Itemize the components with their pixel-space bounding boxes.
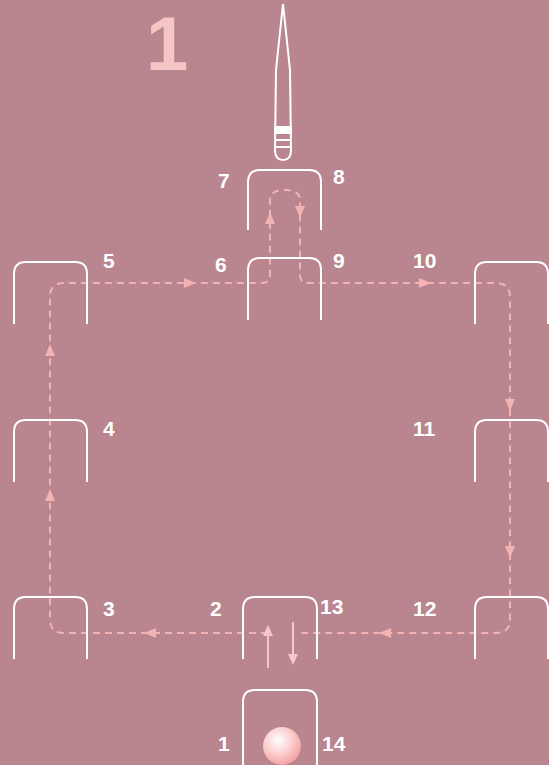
- course-path: [50, 190, 510, 633]
- hoops: [14, 170, 548, 765]
- hoop: [14, 420, 87, 482]
- hoop-number: 9: [333, 250, 345, 271]
- hoop: [243, 597, 317, 659]
- hoop-number: 6: [215, 254, 227, 275]
- hoop: [248, 258, 321, 320]
- hoop: [248, 170, 321, 230]
- arrowhead: [505, 546, 515, 558]
- hoop-number: 10: [413, 250, 436, 271]
- hoop: [243, 690, 317, 765]
- hoop-number: 14: [322, 733, 345, 754]
- hoop: [475, 262, 548, 324]
- hoop-number: 8: [333, 166, 345, 187]
- arrowhead: [379, 628, 391, 638]
- arrowhead: [419, 278, 431, 288]
- ball: [263, 727, 301, 765]
- diagram-title: 1: [146, 6, 188, 82]
- hoop: [475, 420, 548, 482]
- hoop-number: 11: [413, 418, 435, 439]
- hoop: [14, 597, 87, 659]
- start-arrows: [263, 622, 298, 668]
- hoop-number: 13: [320, 596, 343, 617]
- arrowhead: [45, 344, 55, 356]
- hoop-number: 7: [218, 170, 230, 191]
- arrowhead: [45, 489, 55, 501]
- hoop-number: 1: [218, 733, 230, 754]
- arrowhead: [184, 278, 196, 288]
- arrowhead: [505, 399, 515, 411]
- arrowhead: [295, 206, 305, 218]
- peg: [275, 4, 291, 160]
- hoop: [475, 597, 548, 659]
- arrowhead: [144, 628, 156, 638]
- hoop-number: 3: [103, 598, 115, 619]
- hoop-number: 2: [210, 598, 222, 619]
- hoop: [14, 262, 87, 324]
- hoop-number: 12: [413, 598, 436, 619]
- hoop-number: 4: [103, 418, 115, 439]
- arrowhead: [265, 212, 275, 224]
- hoop-number: 5: [103, 250, 115, 271]
- arrowheads: [45, 206, 515, 638]
